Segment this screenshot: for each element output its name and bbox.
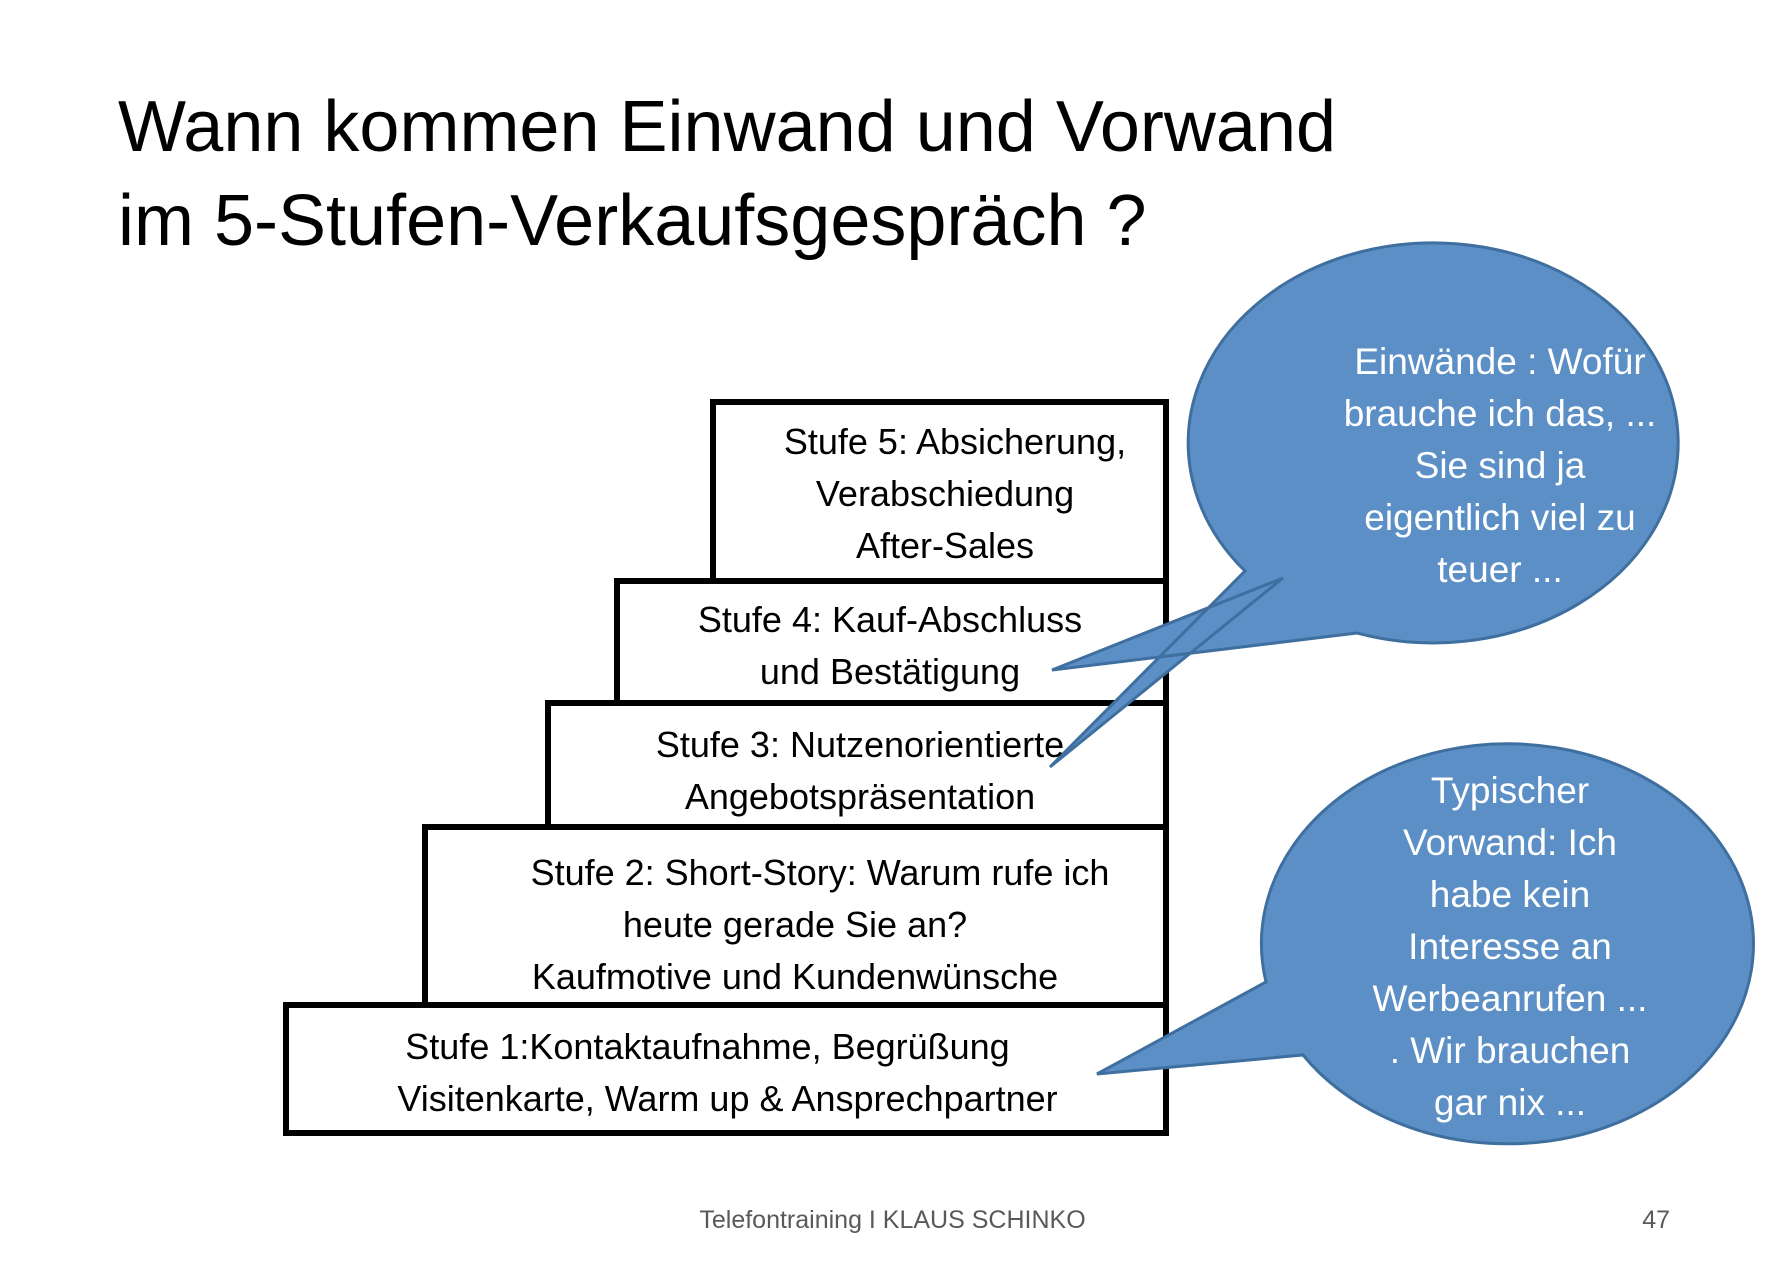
page-number: 47 bbox=[1642, 1206, 1670, 1234]
step-4-line-1: Stufe 4: Kauf-Abschluss bbox=[697, 599, 1083, 640]
step-3-line-1: Stufe 3: Nutzenorientierte bbox=[655, 724, 1065, 765]
step-1-text: Stufe 1:Kontaktaufnahme, Begrüßung Visit… bbox=[300, 1021, 1155, 1125]
vorwand-line-1: Typischer bbox=[1430, 770, 1590, 811]
einwaende-line-4: eigentlich viel zu bbox=[1364, 497, 1636, 538]
einwaende-bubble bbox=[1048, 241, 1680, 769]
step-2-line-1: Stufe 2: Short-Story: Warum rufe ich bbox=[530, 852, 1110, 893]
einwaende-text: Einwände : Wofür brauche ich das, ... Si… bbox=[1290, 336, 1710, 596]
einwaende-line-2: brauche ich das, ... bbox=[1343, 393, 1657, 434]
title-line-1: Wann kommen Einwand und Vorwand bbox=[118, 87, 1337, 167]
title-line-2: im 5-Stufen-Verkaufsgespräch ? bbox=[118, 181, 1147, 261]
step-4-line-2: und Bestätigung bbox=[759, 651, 1021, 692]
step-1-line-1: Stufe 1:Kontaktaufnahme, Begrüßung bbox=[405, 1026, 1010, 1067]
vorwand-line-3: habe kein bbox=[1429, 874, 1591, 915]
step-2-line-2: heute gerade Sie an? bbox=[622, 904, 968, 945]
step-5-line-2: Verabschiedung bbox=[815, 473, 1075, 514]
vorwand-bubble bbox=[1096, 742, 1755, 1146]
step-4-text: Stufe 4: Kauf-Abschluss und Bestätigung bbox=[640, 594, 1140, 698]
slide-title: Wann kommen Einwand und Vorwand im 5-Stu… bbox=[118, 80, 1518, 268]
step-3-line-2: Angebotspräsentation bbox=[684, 776, 1036, 817]
step-5-text: Stufe 5: Absicherung, Verabschiedung Aft… bbox=[720, 416, 1170, 572]
step-2-text: Stufe 2: Short-Story: Warum rufe ich heu… bbox=[440, 847, 1150, 1003]
vorwand-line-6: . Wir brauchen bbox=[1389, 1030, 1631, 1071]
einwaende-line-1: Einwände : Wofür bbox=[1354, 341, 1646, 382]
step-3-text: Stufe 3: Nutzenorientierte Angebotspräse… bbox=[580, 719, 1140, 823]
vorwand-text: Typischer Vorwand: Ich habe kein Interes… bbox=[1300, 765, 1720, 1129]
step-2-line-3: Kaufmotive und Kundenwünsche bbox=[531, 956, 1059, 997]
vorwand-line-4: Interesse an bbox=[1408, 926, 1612, 967]
step-5-line-1: Stufe 5: Absicherung, bbox=[783, 421, 1127, 462]
einwaende-line-5: teuer ... bbox=[1437, 549, 1563, 590]
vorwand-line-2: Vorwand: Ich bbox=[1403, 822, 1617, 863]
vorwand-line-5: Werbeanrufen ... bbox=[1372, 978, 1648, 1019]
footer-text: Telefontraining I KLAUS SCHINKO bbox=[699, 1206, 1086, 1234]
step-1-line-2: Visitenkarte, Warm up & Ansprechpartner bbox=[397, 1078, 1058, 1119]
vorwand-line-7: gar nix ... bbox=[1433, 1082, 1587, 1123]
step-5-line-3: After-Sales bbox=[855, 525, 1035, 566]
einwaende-line-3: Sie sind ja bbox=[1414, 445, 1586, 486]
